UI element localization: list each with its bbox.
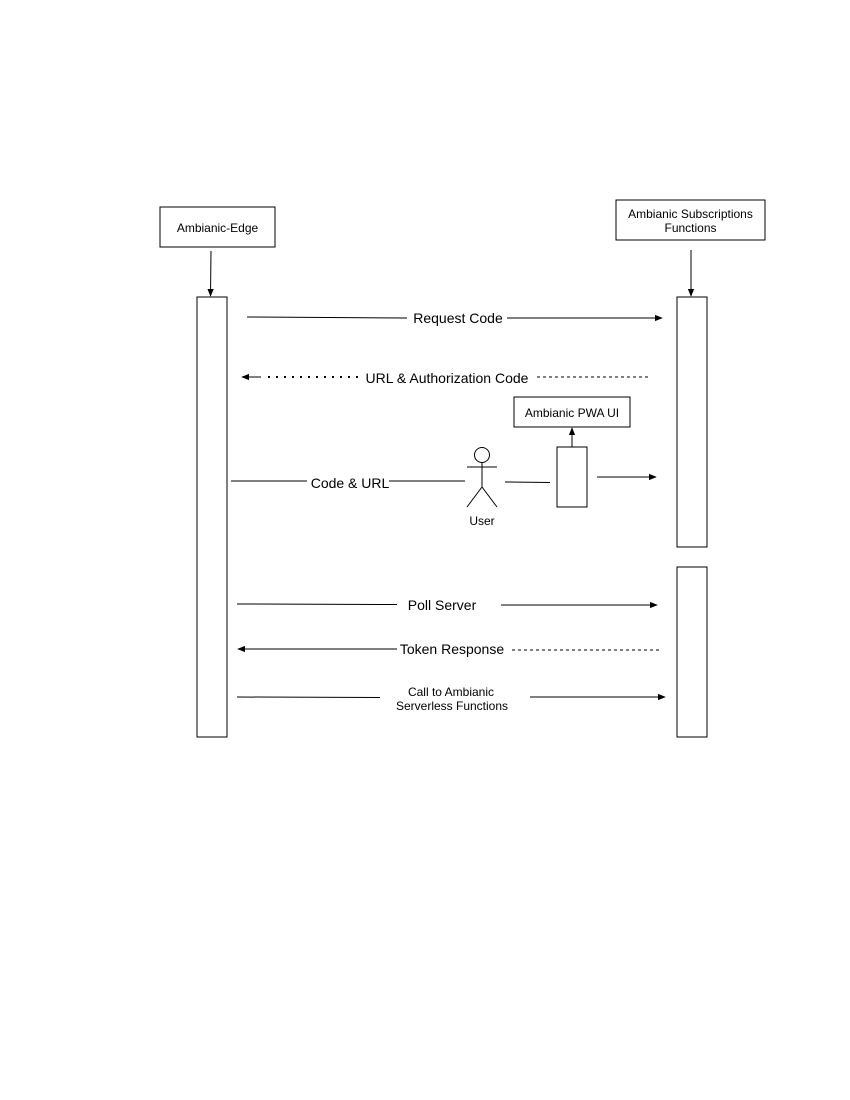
functions-activation-bar-lower (676, 566, 708, 738)
call-functions-line-left (236, 696, 381, 698)
functions-activation-bar-upper (676, 296, 708, 548)
call-functions-label-line1: Call to Ambianic (408, 685, 494, 699)
functions-participant-box (615, 199, 766, 241)
poll-server-line-left (236, 603, 398, 605)
user-to-pwa-line (504, 481, 551, 483)
edge-participant-arrow (207, 250, 214, 297)
pwa-ui-box (513, 396, 631, 428)
request-code-line-left (246, 316, 408, 319)
call-functions-label-line2: Serverless Functions (396, 699, 508, 713)
edge-participant-box (159, 206, 276, 248)
url-auth-code-label: URL & Authorization Code (366, 370, 529, 386)
code-url-label: Code & URL (311, 475, 390, 491)
user-actor-label: User (469, 514, 494, 528)
token-response-label: Token Response (400, 641, 505, 657)
functions-participant-label-line2: Functions (664, 221, 716, 235)
functions-participant-label-line1: Ambianic Subscriptions (628, 207, 753, 221)
pwa-activation-bar (556, 446, 588, 508)
edge-activation-bar (196, 296, 228, 738)
poll-server-label: Poll Server (408, 597, 477, 613)
edge-participant-label: Ambianic-Edge (177, 221, 259, 235)
request-code-label: Request Code (413, 310, 503, 326)
user-actor-icon (466, 447, 498, 508)
pwa-ui-label: Ambianic PWA UI (525, 406, 619, 420)
